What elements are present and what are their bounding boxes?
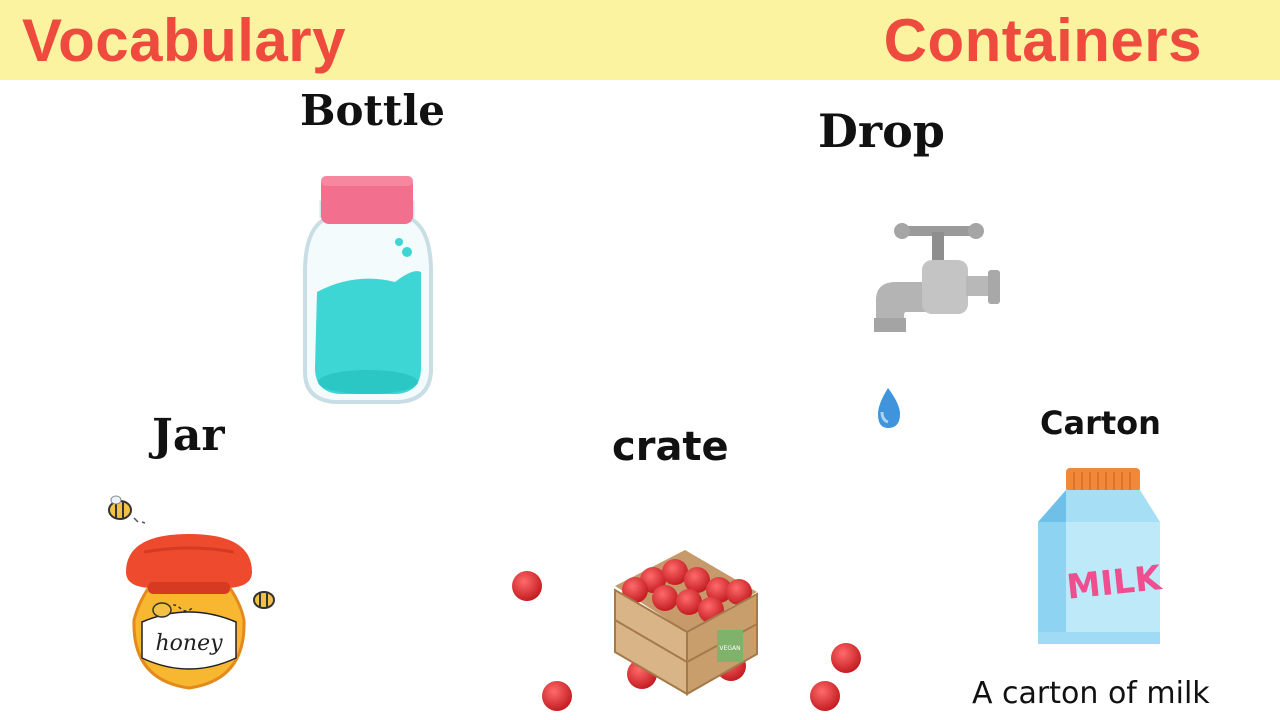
faucet-drop-icon bbox=[868, 218, 1008, 440]
containers-title: Containers bbox=[883, 7, 1202, 74]
vocabulary-title: Vocabulary bbox=[22, 7, 347, 74]
title-banner: Vocabulary Containers bbox=[0, 0, 1280, 80]
carton-label: Carton bbox=[1040, 404, 1161, 442]
milk-text: MILK bbox=[1065, 558, 1165, 608]
carton-caption: A carton of milk bbox=[972, 676, 1210, 711]
apple-crate-icon: VEGAN bbox=[505, 540, 865, 720]
bee-icon bbox=[253, 591, 275, 609]
bottle-label: Bottle bbox=[300, 86, 445, 135]
apple-icon bbox=[831, 643, 861, 673]
apple-icon bbox=[512, 571, 542, 601]
milk-carton-icon: MILK bbox=[1030, 462, 1170, 652]
drop-label: Drop bbox=[818, 104, 945, 158]
bee-icon bbox=[108, 495, 132, 520]
bottle-icon bbox=[295, 172, 445, 408]
honey-jar-icon: honey bbox=[104, 490, 279, 700]
honey-text: honey bbox=[155, 631, 223, 656]
vegan-text: VEGAN bbox=[719, 645, 740, 652]
apple-icon bbox=[810, 681, 840, 711]
crate-label: crate bbox=[612, 424, 729, 470]
apple-icon bbox=[542, 681, 572, 711]
jar-label: Jar bbox=[152, 410, 225, 461]
